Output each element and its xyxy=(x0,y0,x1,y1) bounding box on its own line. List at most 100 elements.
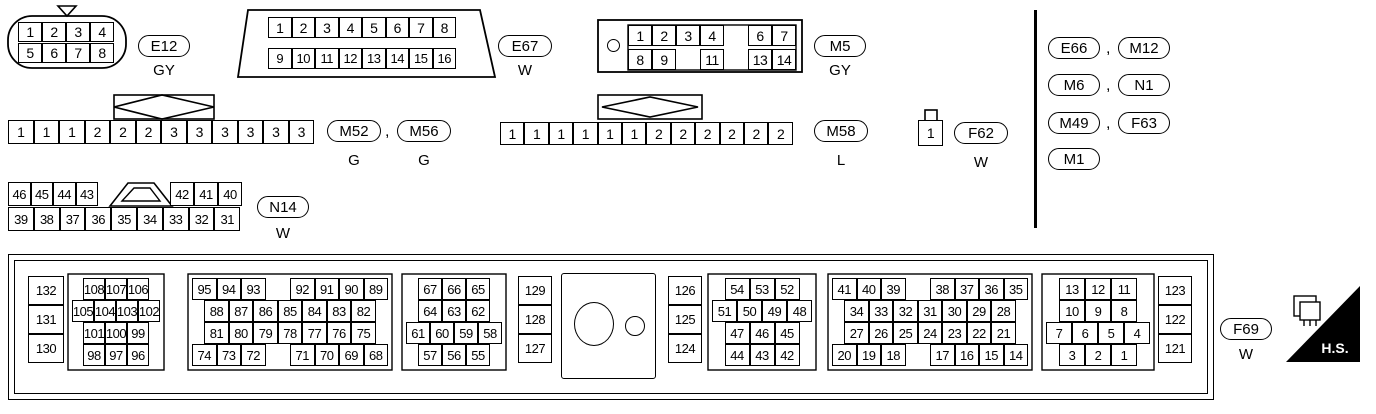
pin-cell: 3 xyxy=(186,120,212,144)
pin-cell: 1 xyxy=(8,120,34,144)
pin-cell: 9 xyxy=(1085,300,1111,322)
pin-cell: 1 xyxy=(628,25,652,46)
pin-cell: 108 xyxy=(83,278,105,300)
connector-f62-color: W xyxy=(973,154,989,171)
pin-cell: 2 xyxy=(135,120,161,144)
pin-cell: 47 xyxy=(724,322,750,344)
pin-cell: 1 xyxy=(1111,344,1137,366)
connector-f62-id: F62 xyxy=(954,122,1008,144)
pin-cell: 20 xyxy=(832,344,857,366)
pin-cell: 66 xyxy=(442,278,466,300)
pin-cell: 7 xyxy=(772,25,796,46)
pin-cell: 100 xyxy=(105,322,127,344)
applies-to-connector-id: F63 xyxy=(1118,112,1170,134)
connector-m5-color: GY xyxy=(829,62,851,79)
pin-cell: 25 xyxy=(893,322,918,344)
pin-cell: 45 xyxy=(774,322,800,344)
pin-cell: 54 xyxy=(724,278,750,300)
pin-cell: 131 xyxy=(28,305,64,334)
pin-cell: 86 xyxy=(253,300,278,322)
pin-cell: 3 xyxy=(263,120,289,144)
pin-cell: 126 xyxy=(668,276,702,305)
pin-cell: 7 xyxy=(1046,322,1072,344)
pin-cell: 34 xyxy=(844,300,869,322)
pin-cell: 8 xyxy=(1111,300,1137,322)
m58-diamond xyxy=(601,96,699,118)
pin-cell: 125 xyxy=(668,305,702,334)
pin-cell: 3 xyxy=(288,120,314,144)
pin-cell: 1 xyxy=(918,120,943,146)
pin-cell: 99 xyxy=(127,322,149,344)
pin-cell: 85 xyxy=(277,300,303,322)
pin-cell: 1 xyxy=(500,122,525,145)
connector-m52-m56-sep: , xyxy=(385,123,390,140)
pin-cell: 12 xyxy=(1085,278,1111,300)
pin-cell: 106 xyxy=(127,278,149,300)
pin-cell: 4 xyxy=(338,17,362,38)
pin-cell: 57 xyxy=(418,344,442,366)
divider-line xyxy=(1034,10,1037,228)
pin-cell: 90 xyxy=(339,278,364,300)
pin-cell: 103 xyxy=(116,300,138,322)
connector-e12-id: E12 xyxy=(138,35,190,57)
pin-cell: 2 xyxy=(744,122,769,145)
pin-cell: 91 xyxy=(314,278,339,300)
pin-cell: 83 xyxy=(326,300,352,322)
pin-cell: 76 xyxy=(326,322,352,344)
pin-cell: 84 xyxy=(302,300,327,322)
ecm-connector-outer xyxy=(8,254,1214,400)
applies-to-separator: , xyxy=(1106,40,1111,57)
pin-cell: 55 xyxy=(466,344,490,366)
pin-cell: 128 xyxy=(518,305,552,334)
pin-cell: 5 xyxy=(362,17,386,38)
connector-m52-id: M52 xyxy=(327,120,381,142)
pin-cell: 3 xyxy=(237,120,263,144)
applies-to-connector-id: M12 xyxy=(1118,37,1170,59)
pin-cell: 2 xyxy=(695,122,720,145)
pin-cell: 2 xyxy=(670,122,696,145)
applies-to-connector-id: M6 xyxy=(1048,74,1100,96)
connector-m52-color: G xyxy=(348,152,360,169)
pin-cell: 39 xyxy=(881,278,906,300)
pin-cell: 31 xyxy=(917,300,943,322)
connector-e67-color: W xyxy=(517,62,533,79)
ecm-group-frame xyxy=(67,273,165,371)
pin-cell: 69 xyxy=(339,344,364,366)
pin-cell: 9 xyxy=(268,48,292,69)
pin-cell: 105 xyxy=(72,300,94,322)
pin-cell: 46 xyxy=(8,182,31,206)
pin-cell: 61 xyxy=(406,322,430,344)
pin-cell: 60 xyxy=(430,322,454,344)
applies-to-connector-id: M49 xyxy=(1048,112,1100,134)
pin-cell: 3 xyxy=(315,17,339,38)
pin-cell: 77 xyxy=(302,322,327,344)
pin-cell: 46 xyxy=(749,322,775,344)
pin-cell: 41 xyxy=(194,182,218,206)
pin-cell: 14 xyxy=(772,49,796,70)
m58-key-housing xyxy=(597,94,703,120)
pin-cell: 11 xyxy=(1111,278,1137,300)
pin-cell: 39 xyxy=(8,207,34,231)
pin-cell: 35 xyxy=(111,207,137,231)
pin-cell: 71 xyxy=(290,344,315,366)
connector-n14-id: N14 xyxy=(257,196,309,218)
pin-cell: 6 xyxy=(42,43,66,63)
pin-cell: 6 xyxy=(385,17,409,38)
pin-cell: 26 xyxy=(868,322,894,344)
connector-m56-color: G xyxy=(418,152,430,169)
ecm-group-frame xyxy=(827,273,1033,371)
pin-cell: 31 xyxy=(214,207,241,231)
connector-e12-color: GY xyxy=(153,62,175,79)
pin-cell: 87 xyxy=(228,300,254,322)
pin-cell: 42 xyxy=(774,344,800,366)
pin-cell: 127 xyxy=(518,334,552,363)
pin-cell: 101 xyxy=(83,322,105,344)
pin-cell: 18 xyxy=(881,344,906,366)
pin-cell: 130 xyxy=(28,334,64,363)
pin-cell: 36 xyxy=(85,207,112,231)
pin-cell: 88 xyxy=(204,300,229,322)
pin-cell: 81 xyxy=(204,322,229,344)
connector-f69-id: F69 xyxy=(1220,318,1272,340)
pin-cell: 80 xyxy=(228,322,254,344)
pin-cell: 50 xyxy=(737,300,762,322)
